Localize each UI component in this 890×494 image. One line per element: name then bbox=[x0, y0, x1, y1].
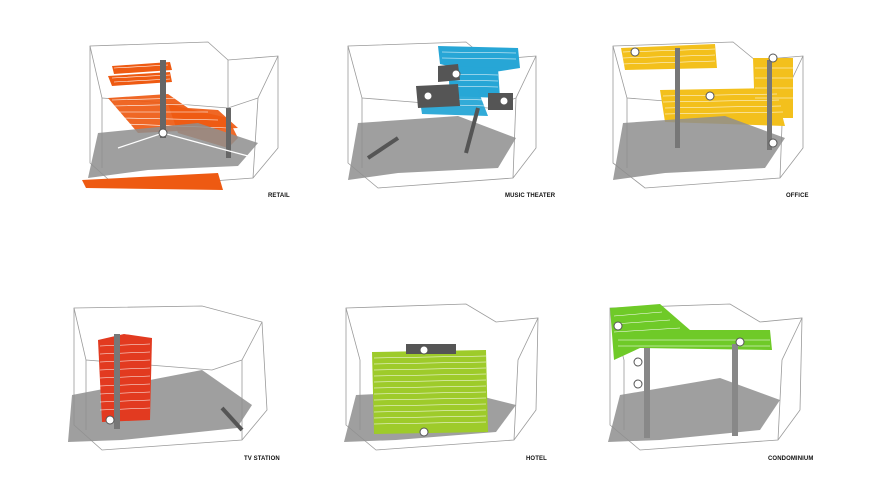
hotel-axonometric-diagram bbox=[344, 303, 539, 451]
core-marker-icon bbox=[768, 138, 778, 148]
caption-retail: RETAIL bbox=[268, 193, 290, 199]
caption-office: OFFICE bbox=[786, 193, 809, 199]
core-marker-icon bbox=[419, 345, 429, 355]
structural-struts bbox=[220, 406, 244, 432]
core-marker-icon bbox=[423, 91, 433, 101]
ground-plane bbox=[348, 116, 516, 180]
structural-struts bbox=[366, 107, 480, 160]
ground-plane bbox=[608, 378, 780, 442]
slab-striations bbox=[622, 48, 793, 115]
caption-condominium: CONDOMINIUM bbox=[768, 456, 814, 462]
circulation-paths bbox=[117, 132, 249, 157]
music-theater-axonometric-diagram bbox=[347, 41, 537, 189]
core-marker-icon bbox=[613, 321, 623, 331]
caption-tv-station: TV STATION bbox=[244, 456, 280, 462]
caption-music-theater: MUSIC THEATER bbox=[505, 193, 556, 199]
core-marker-icon bbox=[630, 47, 640, 57]
ground-plane bbox=[613, 116, 785, 180]
core-marker-icon bbox=[705, 91, 715, 101]
core-marker-icon bbox=[633, 379, 643, 389]
core-marker-icon bbox=[735, 337, 745, 347]
core-marker-icon bbox=[633, 357, 643, 367]
core-marker-icon bbox=[105, 415, 115, 425]
core-marker-icon bbox=[158, 128, 168, 138]
office-axonometric-diagram bbox=[612, 41, 804, 189]
condominium-axonometric-diagram bbox=[608, 303, 803, 451]
retail-axonometric-diagram bbox=[82, 41, 279, 190]
panel-music-theater bbox=[338, 38, 598, 208]
structural-columns bbox=[644, 344, 738, 438]
tv-station-axonometric-diagram bbox=[68, 305, 268, 451]
ground-plane bbox=[68, 370, 252, 442]
circulation-cores bbox=[675, 48, 772, 150]
dark-box bbox=[406, 344, 456, 354]
panel-hotel bbox=[336, 300, 596, 470]
slab-striations bbox=[613, 311, 770, 347]
panel-condominium bbox=[600, 300, 860, 470]
tv-station-studios bbox=[98, 334, 152, 422]
slab-striations bbox=[373, 355, 487, 425]
hotel-tower bbox=[372, 350, 488, 434]
core-marker-icon bbox=[419, 427, 429, 437]
caption-hotel: HOTEL bbox=[526, 456, 547, 462]
condominium-floors bbox=[610, 304, 772, 360]
core-marker-icon bbox=[451, 69, 461, 79]
circulation-cores bbox=[160, 60, 231, 158]
slab-striations bbox=[99, 343, 151, 411]
slab-striations bbox=[423, 51, 517, 107]
core-marker-icon bbox=[499, 96, 509, 106]
panel-office bbox=[605, 38, 865, 208]
circulation-core bbox=[114, 334, 120, 429]
ground-plane bbox=[88, 123, 258, 178]
panel-retail bbox=[78, 38, 338, 208]
core-marker-icon bbox=[768, 53, 778, 63]
panel-tv-station bbox=[62, 300, 322, 470]
